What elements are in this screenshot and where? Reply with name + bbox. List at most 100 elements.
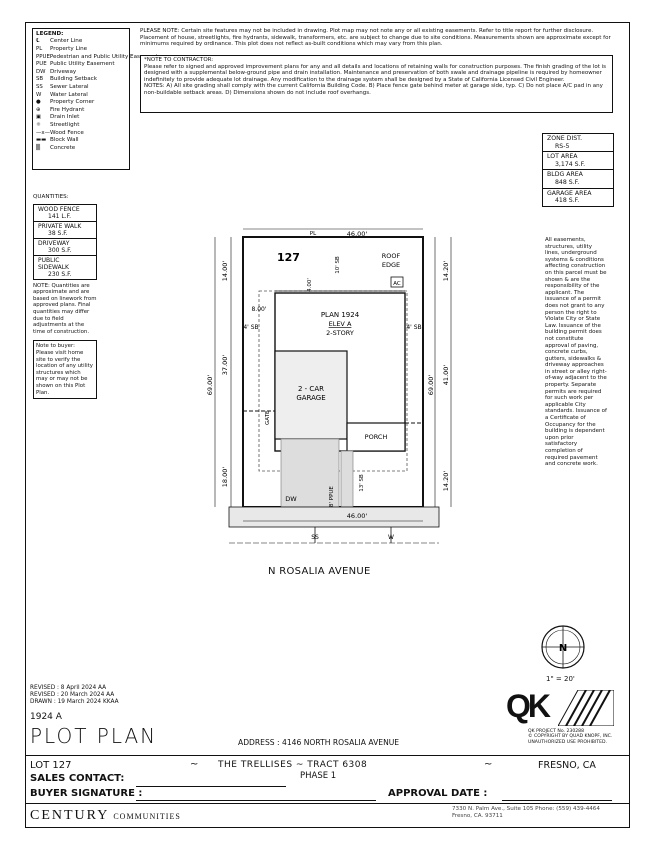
private-walk: [340, 450, 354, 508]
dim-rear-sb: 10' SB: [335, 256, 341, 274]
contractor-title: *NOTE TO CONTRACTOR:: [144, 57, 214, 63]
buyer-note: Note to buyer: Please visit home site to…: [33, 340, 97, 400]
logo-text: QK: [506, 688, 551, 724]
dim-left-total: 69.00': [206, 375, 214, 396]
legend-label: Driveway: [50, 68, 77, 75]
legend-label: Pedestrian and Public Utility Easement: [49, 53, 158, 60]
qk-logo: QK: [502, 688, 614, 728]
revision-entry: REVISED : 8 April 2024 AA: [30, 685, 107, 691]
address-line-2: Fresno, CA. 93711: [452, 813, 503, 819]
legend-symbol: W: [36, 91, 42, 98]
please-note: PLEASE NOTE: Certain site features may n…: [140, 28, 611, 48]
approval-date-field[interactable]: [502, 790, 612, 801]
sheet-border: [25, 22, 630, 828]
ac-pad: [390, 276, 404, 288]
quantity-label: WOOD FENCE: [38, 205, 80, 213]
quantity-value: 230 S.F.: [48, 270, 72, 278]
quantity-label: DRIVEWAY: [38, 239, 70, 247]
quantity-label: PRIVATE WALK: [38, 222, 82, 230]
legend-symbol: ▣: [36, 114, 42, 121]
scale-label: 1" = 20': [546, 675, 575, 683]
logo-credits: QK PROJECT No. 230288 © COPYRIGHT BY QUA…: [528, 729, 612, 745]
tilde-1: ~: [190, 759, 199, 770]
legend-symbol: SS: [36, 83, 43, 90]
pl-label: PL: [310, 231, 317, 237]
plan-story: 2-STORY: [326, 329, 354, 337]
legend-label: Wood Fence: [50, 129, 84, 136]
legend-symbol: ▒: [36, 144, 41, 151]
w-label: W: [388, 534, 394, 541]
company-name: CENTURY: [30, 808, 110, 823]
zone-value: RS-5: [555, 142, 570, 150]
garage-label: 2 - CAR: [298, 385, 324, 393]
dim-right-total: 69.00': [427, 375, 435, 396]
zone-value: 848 S.F.: [555, 178, 580, 186]
legend-label: Sewer Lateral: [50, 83, 89, 90]
roof-edge-label-2: EDGE: [382, 261, 400, 269]
company-logo: CENTURY COMMUNITIES: [30, 806, 181, 824]
unauth-use: UNAUTHORIZED USE PROHIBITED.: [528, 739, 608, 745]
dim-front-sb: 13' SB: [359, 474, 365, 492]
gate-label: GATE: [265, 410, 271, 425]
legend-label: Property Line: [50, 45, 88, 52]
tilde-2: ~: [484, 759, 493, 770]
copyright: © COPYRIGHT BY QUAD KNOPF, INC.: [528, 734, 613, 740]
zone-value: 418 S.F.: [555, 197, 580, 205]
buyer-signature-field[interactable]: [136, 790, 376, 801]
plot-plan-title: PLOT PLAN: [30, 724, 158, 748]
company-name-2: COMMUNITIES: [113, 812, 181, 821]
logo-stripes: [558, 690, 614, 726]
dim-rear-4: 4.00': [307, 278, 313, 292]
dim-top: 46.00': [347, 230, 368, 238]
legend-symbol: ⊕: [36, 106, 41, 113]
quantity-value: 300 S.F.: [48, 246, 72, 254]
quantity-label: PUBLIC SIDEWALK: [38, 256, 69, 271]
dim-left-top: 14.00': [221, 261, 229, 282]
plan-elev: ELEV A: [329, 320, 352, 328]
dim-right-mid: 41.00': [442, 365, 450, 386]
public-sidewalk: [228, 506, 440, 528]
title-divider-2: [25, 803, 630, 804]
legend-symbol: SB: [36, 76, 44, 83]
city-label: FRESNO, CA: [538, 760, 596, 771]
legend-item: ▬▬Block Wall: [36, 136, 126, 144]
legend-label: Center Line: [50, 38, 83, 45]
dim-right-top: 14.20': [442, 261, 450, 282]
legend-label: Public Utility Easement: [50, 61, 115, 68]
legend-item: ⊕Fire Hydrant: [36, 106, 126, 114]
zone-value: 3,174 S.F.: [555, 160, 586, 168]
dim-left-bot: 18.00': [221, 467, 229, 488]
revision-entry: DRAWN : 19 March 2024 KKAA: [30, 699, 119, 705]
roof-edge-label: ROOF: [382, 252, 401, 260]
contractor-note-box: *NOTE TO CONTRACTOR: Please refer to sig…: [140, 55, 613, 113]
dim-bottom: 46.00': [347, 512, 368, 520]
street-name: N ROSALIA AVENUE: [268, 566, 371, 577]
legend-item: ●Property Corner: [36, 98, 126, 106]
permit-notes: All easements, structures, utility lines…: [545, 237, 607, 468]
legend-title: LEGEND:: [36, 31, 64, 37]
lot-number: 127: [277, 251, 300, 264]
dw-label: DW: [285, 495, 297, 503]
legend-label: Property Corner: [50, 99, 95, 106]
driveway: [280, 438, 340, 508]
zone-label: GARAGE AREA: [547, 189, 592, 197]
legend-symbol: —x—: [36, 129, 50, 136]
legend-item: ▣Drain Inlet: [36, 114, 126, 122]
legend-item: ▒Concrete: [36, 144, 126, 152]
address-line-1: 7330 N. Palm Ave., Suite 105 Phone: (559…: [452, 806, 600, 812]
sales-line: [136, 786, 286, 787]
ss-label: SS: [311, 534, 319, 541]
legend-label: Streetlight: [50, 121, 80, 128]
revision-entry: REVISED : 20 March 2024 AA: [30, 692, 115, 698]
approval-date-label: APPROVAL DATE :: [388, 788, 488, 799]
sales-contact-label: SALES CONTACT:: [30, 773, 125, 784]
title-divider-1: [25, 755, 630, 756]
